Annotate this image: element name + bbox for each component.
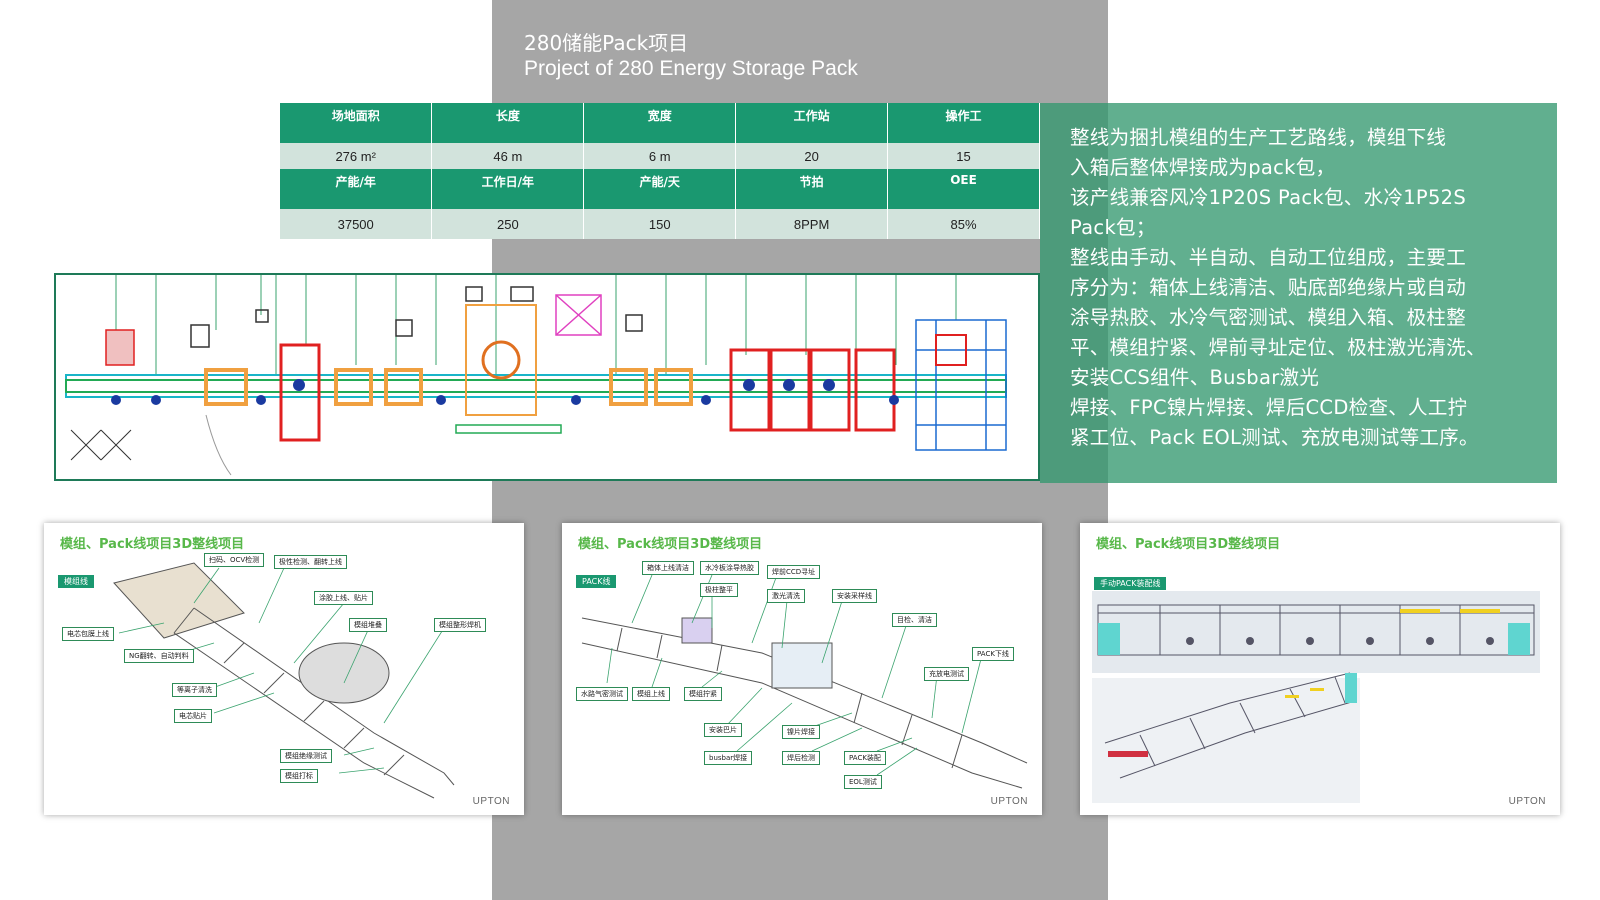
card-callout: NG翻转、自动判料 bbox=[124, 649, 194, 663]
description-line: 涂导热胶、水冷气密测试、模组入箱、极柱整 bbox=[1070, 306, 1467, 329]
card-callout: 等离子清洗 bbox=[172, 683, 217, 697]
project-3d-card-1: 模组、Pack线项目3D整线项目 模组线 扫码、OCV检测 极性检测、翻转上线 … bbox=[44, 523, 524, 815]
card-callout: 涂胶上线、贴片 bbox=[314, 591, 373, 605]
specs-header: 场地面积 bbox=[280, 103, 433, 143]
specs-header: 操作工 bbox=[887, 103, 1040, 143]
card-callout: 焊前CCD寻址 bbox=[767, 565, 821, 579]
upton-logo: UPTON bbox=[1508, 796, 1546, 807]
specs-header: 节拍 bbox=[735, 169, 889, 209]
description-line: 该产线兼容风冷1P20S Pack包、水冷1P52S bbox=[1070, 186, 1467, 209]
card-callout: 水路气密测试 bbox=[576, 687, 628, 701]
description-line: 紧工位、Pack EOL测试、充放电测试等工序。 bbox=[1070, 426, 1479, 449]
description-line: 安装CCS组件、Busbar激光 bbox=[1070, 366, 1320, 389]
specs-value: 46 m bbox=[431, 143, 585, 169]
card-callout: EOL测试 bbox=[844, 775, 882, 789]
upton-logo: UPTON bbox=[472, 796, 510, 807]
description-line: 平、模组拧紧、焊前寻址定位、极柱激光清洗、 bbox=[1070, 336, 1486, 359]
description-line: Pack包； bbox=[1070, 216, 1156, 239]
specs-value: 276 m² bbox=[280, 143, 433, 169]
page-title-en: Project of 280 Energy Storage Pack bbox=[524, 57, 858, 80]
card-callout: PACK下线 bbox=[972, 647, 1014, 661]
card-title: 模组、Pack线项目3D整线项目 bbox=[60, 537, 245, 552]
specs-header: OEE bbox=[887, 169, 1040, 209]
card-tag: PACK线 bbox=[576, 575, 617, 588]
specs-value: 37500 bbox=[280, 209, 433, 239]
description-line: 整线由手动、半自动、自动工位组成，主要工 bbox=[1070, 246, 1467, 269]
card-callout: 目检、清洁 bbox=[892, 613, 937, 627]
card-callout: 激光清洗 bbox=[767, 589, 805, 603]
specs-header-row-2: 产能/年 工作日/年 产能/天 节拍 OEE bbox=[280, 169, 1040, 209]
specs-value: 8PPM bbox=[735, 209, 889, 239]
specs-header: 长度 bbox=[431, 103, 585, 143]
specs-header: 产能/年 bbox=[280, 169, 433, 209]
specs-value: 150 bbox=[583, 209, 737, 239]
upton-logo: UPTON bbox=[990, 796, 1028, 807]
specs-value: 6 m bbox=[583, 143, 737, 169]
specs-value-row-2: 37500 250 150 8PPM 85% bbox=[280, 209, 1040, 239]
card-callout: 极柱整平 bbox=[700, 583, 738, 597]
card-callout: 模组绝缘测试 bbox=[280, 749, 332, 763]
card-callout: 扫码、OCV检测 bbox=[204, 553, 265, 567]
card-callout: 箱体上线清洁 bbox=[642, 561, 694, 575]
card-callout: 水冷板涂导热胶 bbox=[700, 561, 759, 575]
card-callout: 充放电测试 bbox=[924, 667, 969, 681]
production-line-layout-drawing bbox=[54, 273, 1040, 481]
card-callout: 电芯包膜上线 bbox=[62, 627, 114, 641]
specs-header: 宽度 bbox=[583, 103, 737, 143]
card-tag: 手动PACK装配线 bbox=[1094, 577, 1167, 590]
card-callout: 焊后检测 bbox=[782, 751, 820, 765]
specs-value: 15 bbox=[887, 143, 1040, 169]
card-callout: 模组打标 bbox=[280, 769, 318, 783]
specs-value: 250 bbox=[431, 209, 585, 239]
card-callout: 安装巴片 bbox=[704, 723, 742, 737]
card-3d-line-illustration bbox=[113, 562, 455, 799]
card-callout: busbar焊接 bbox=[704, 751, 753, 765]
title-block: 280储能Pack项目 Project of 280 Energy Storag… bbox=[524, 30, 858, 82]
card-callout: 模组上线 bbox=[632, 687, 670, 701]
card-callout: 模组拧紧 bbox=[684, 687, 722, 701]
specs-header: 产能/天 bbox=[583, 169, 737, 209]
card-callout: 安装采样线 bbox=[832, 589, 877, 603]
card-tag: 模组线 bbox=[58, 575, 94, 588]
card-callout: 电芯贴片 bbox=[174, 709, 212, 723]
specs-header: 工作日/年 bbox=[431, 169, 585, 209]
project-3d-card-2: 模组、Pack线项目3D整线项目 PACK线 箱体上线清洁 水冷板涂导热胶 焊前… bbox=[562, 523, 1042, 815]
card-callout: 模组整形焊机 bbox=[434, 618, 486, 632]
specs-value-row-1: 276 m² 46 m 6 m 20 15 bbox=[280, 143, 1040, 169]
card-3d-line-illustration bbox=[581, 574, 1028, 789]
description-panel: 整线为捆扎模组的生产工艺路线，模组下线 入箱后整体焊接成为pack包， 该产线兼… bbox=[1040, 103, 1557, 483]
card-title: 模组、Pack线项目3D整线项目 bbox=[578, 537, 763, 552]
card-callout: 镍片焊接 bbox=[782, 725, 820, 739]
description-line: 焊接、FPC镍片焊接、焊后CCD检查、人工拧 bbox=[1070, 396, 1468, 419]
page-title-zh: 280储能Pack项目 bbox=[524, 31, 689, 55]
description-line: 整线为捆扎模组的生产工艺路线，模组下线 bbox=[1070, 126, 1447, 149]
card-3d-line-illustration bbox=[1092, 591, 1540, 803]
specs-header: 工作站 bbox=[735, 103, 889, 143]
specs-value: 85% bbox=[887, 209, 1040, 239]
layout-drawing-svg bbox=[65, 275, 1007, 476]
card-title: 模组、Pack线项目3D整线项目 bbox=[1096, 537, 1281, 552]
specs-table: 场地面积 长度 宽度 工作站 操作工 276 m² 46 m 6 m 20 15… bbox=[280, 103, 1040, 239]
card-callout: 极性检测、翻转上线 bbox=[274, 555, 347, 569]
description-line: 入箱后整体焊接成为pack包， bbox=[1070, 156, 1336, 179]
project-3d-card-3: 模组、Pack线项目3D整线项目 手动PACK装配线 UPTON bbox=[1080, 523, 1560, 815]
card-callout: 模组堆叠 bbox=[349, 618, 387, 632]
card-callout: PACK装配 bbox=[844, 751, 886, 765]
description-line: 序分为：箱体上线清洁、贴底部绝缘片或自动 bbox=[1070, 276, 1467, 299]
specs-value: 20 bbox=[735, 143, 889, 169]
specs-header-row-1: 场地面积 长度 宽度 工作站 操作工 bbox=[280, 103, 1040, 143]
